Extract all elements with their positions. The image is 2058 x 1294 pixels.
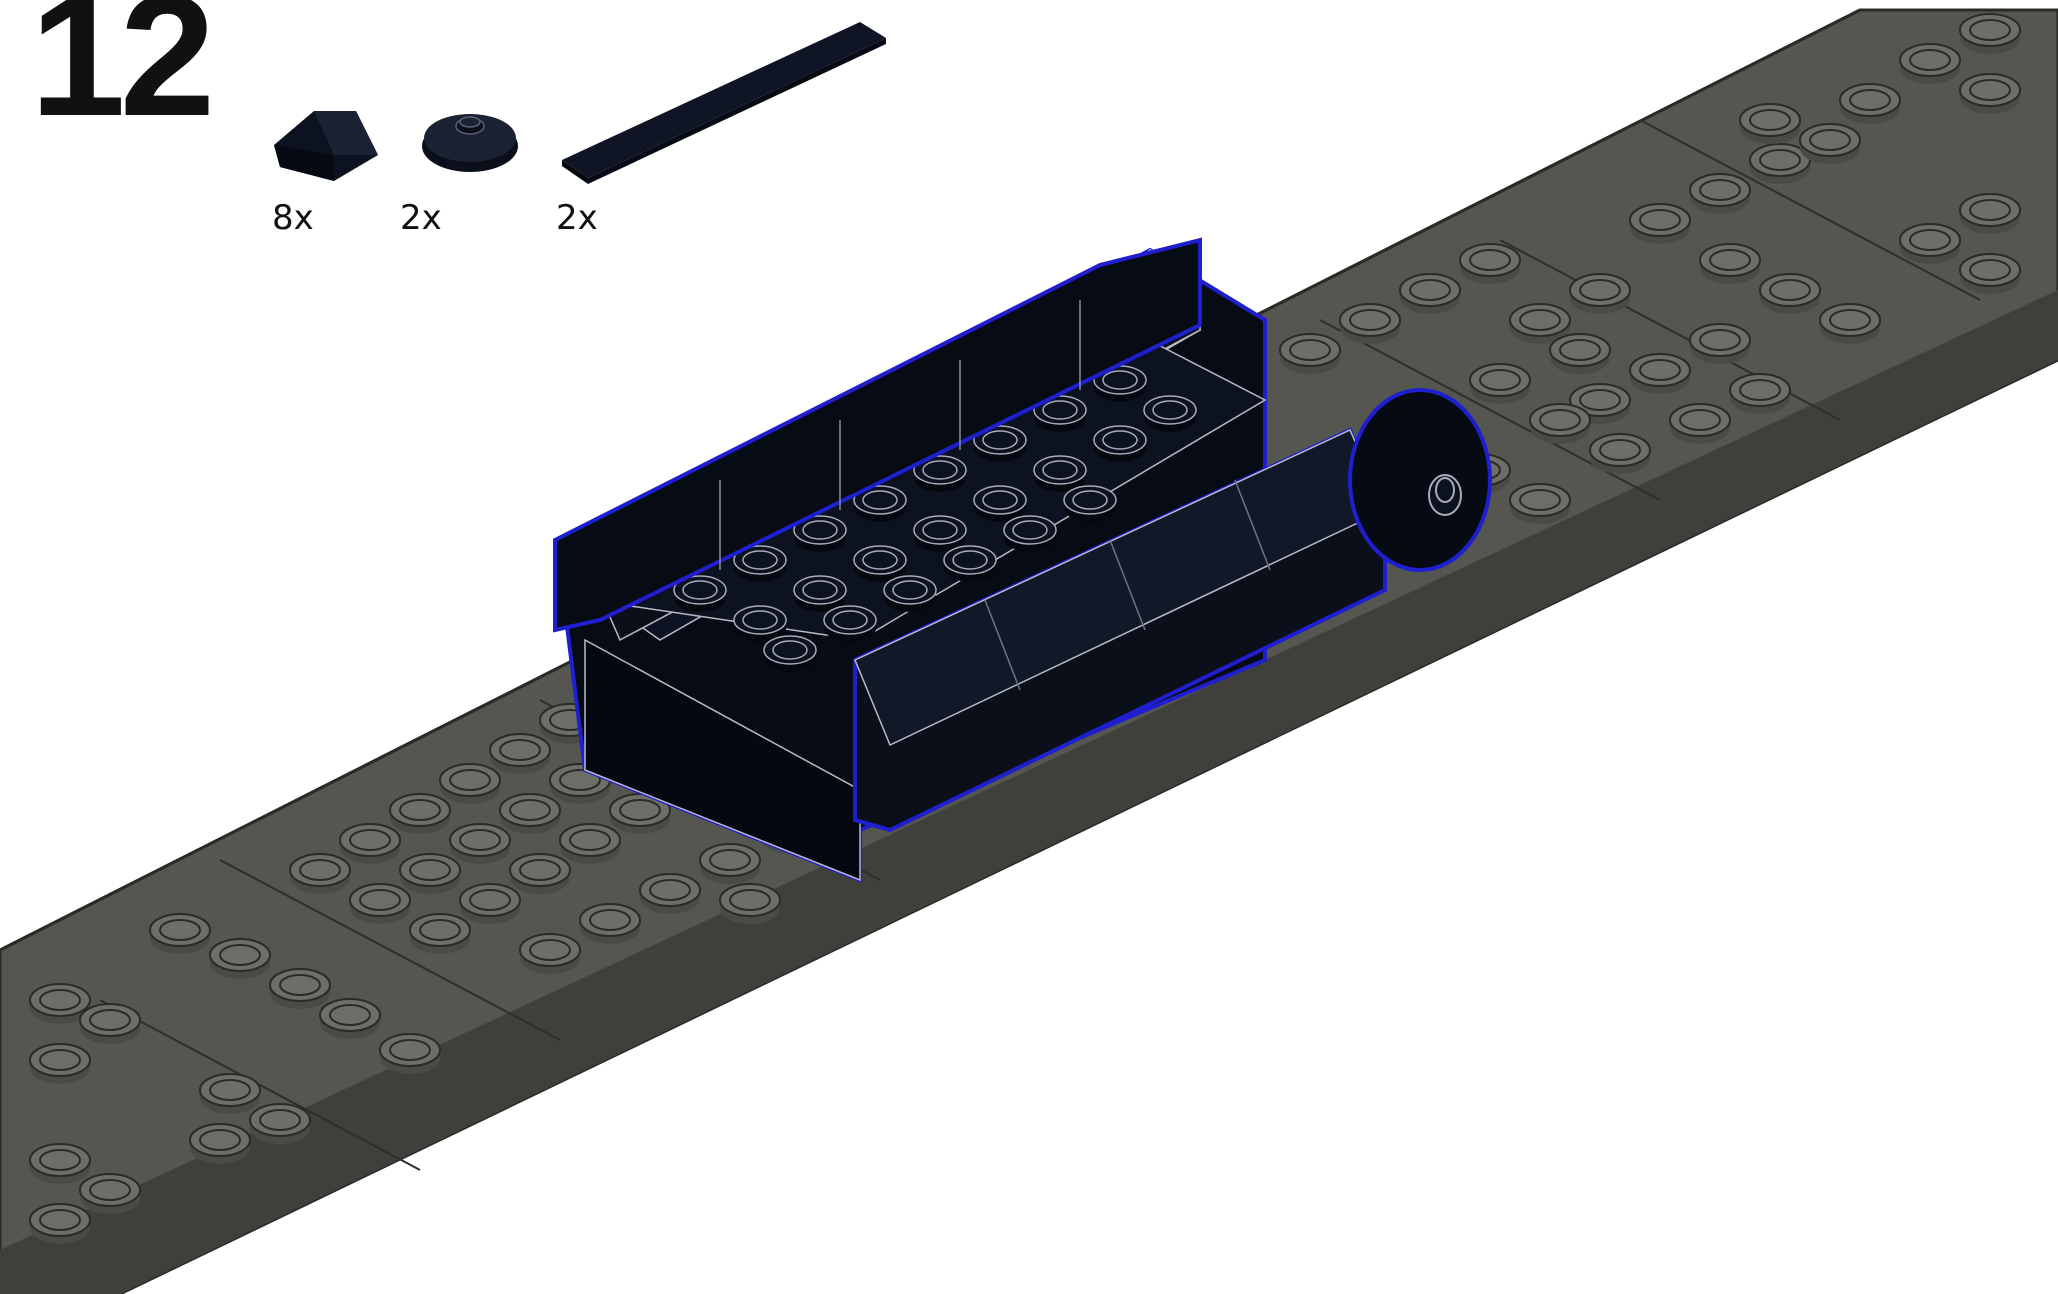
part-quantity: 2x	[400, 198, 442, 238]
round-plate-icon	[422, 114, 518, 172]
step-number: 12	[30, 0, 215, 152]
rear-wall	[553, 237, 1202, 633]
part-quantity: 2x	[556, 198, 598, 238]
slope-brick-icon	[274, 111, 378, 181]
part-quantity: 8x	[272, 198, 314, 238]
sloped-side-panel	[853, 427, 1387, 833]
long-tile-icon	[562, 22, 886, 184]
round-plate-wheel	[1348, 388, 1492, 572]
